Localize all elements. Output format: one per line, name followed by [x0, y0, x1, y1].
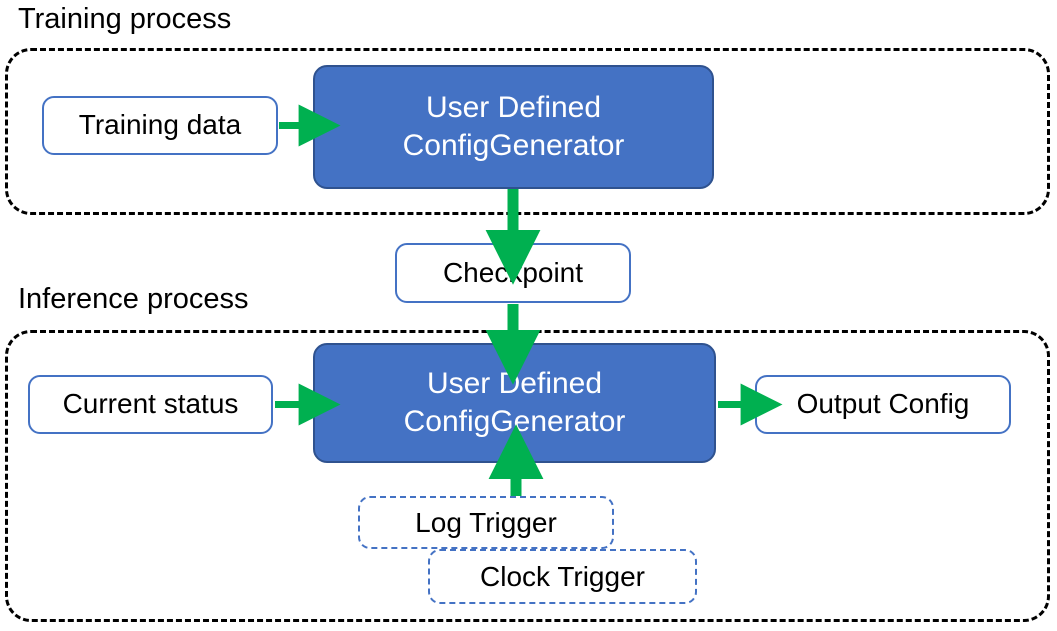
- inference-process-label: Inference process: [18, 283, 249, 315]
- node-training-data-label: Training data: [78, 109, 242, 141]
- node-training-user-defined-configgenerator[interactable]: User Defined ConfigGenerator: [313, 65, 714, 189]
- training-process-group: [5, 48, 1050, 215]
- node-output-config[interactable]: Output Config: [755, 375, 1011, 434]
- node-checkpoint[interactable]: Checkpoint: [395, 243, 631, 303]
- node-output-config-label: Output Config: [796, 388, 970, 420]
- node-current-status-label: Current status: [62, 388, 239, 420]
- node-training-generator-line2: ConfigGenerator: [402, 129, 625, 162]
- node-clock-trigger-label: Clock Trigger: [480, 560, 645, 592]
- node-clock-trigger[interactable]: Clock Trigger: [428, 549, 697, 604]
- node-training-data[interactable]: Training data: [42, 96, 278, 155]
- node-checkpoint-label: Checkpoint: [442, 256, 584, 288]
- node-current-status[interactable]: Current status: [28, 375, 273, 434]
- node-inference-generator-line2: ConfigGenerator: [403, 405, 626, 438]
- node-inference-user-defined-configgenerator[interactable]: User Defined ConfigGenerator: [313, 343, 716, 463]
- node-log-trigger[interactable]: Log Trigger: [358, 496, 614, 549]
- node-inference-generator-line1: User Defined: [426, 366, 603, 400]
- node-log-trigger-label: Log Trigger: [415, 506, 557, 538]
- training-process-label: Training process: [18, 3, 232, 35]
- node-training-generator-line1: User Defined: [425, 90, 602, 124]
